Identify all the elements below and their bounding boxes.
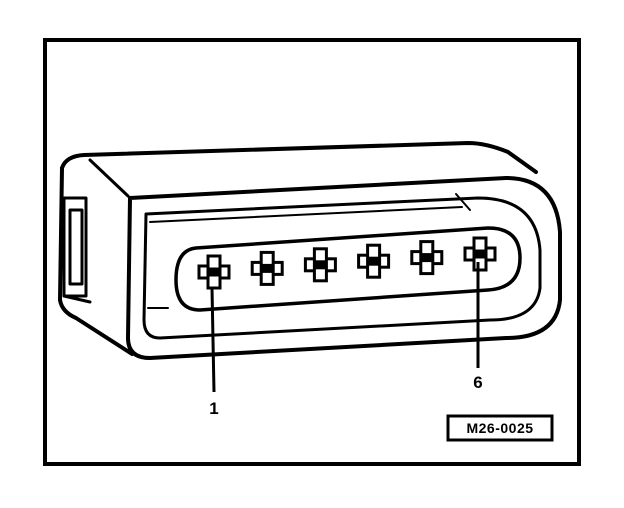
pin-contact <box>421 253 433 263</box>
housing-top-edge <box>88 158 130 198</box>
pin-contact <box>368 256 380 266</box>
pin-5 <box>410 240 444 276</box>
reference-code-box <box>446 414 554 442</box>
pin-contact <box>314 260 326 270</box>
pin-4 <box>357 243 391 279</box>
side-latch-base <box>62 294 92 304</box>
reference-code: M26-0025 <box>466 420 533 436</box>
pin-contact <box>261 263 273 273</box>
pin-6 <box>463 236 497 272</box>
pin-contact <box>474 249 486 259</box>
housing-top-face <box>60 141 538 174</box>
side-latch-inner <box>68 208 84 286</box>
callout-label-1: 1 <box>209 399 218 418</box>
pin-2 <box>250 250 284 286</box>
housing-recess <box>142 196 542 340</box>
pin-1 <box>197 254 231 290</box>
housing-left-face <box>58 166 134 356</box>
recess-rim-top <box>149 206 463 223</box>
callout-label-6: 6 <box>473 373 482 392</box>
recess-tab <box>455 193 471 211</box>
pin-group <box>197 236 497 290</box>
pin-3 <box>303 247 337 283</box>
connector-housing <box>58 141 562 360</box>
callout-leader-1 <box>210 287 216 393</box>
side-latch-outer <box>62 196 88 298</box>
pin-contact <box>208 267 220 277</box>
